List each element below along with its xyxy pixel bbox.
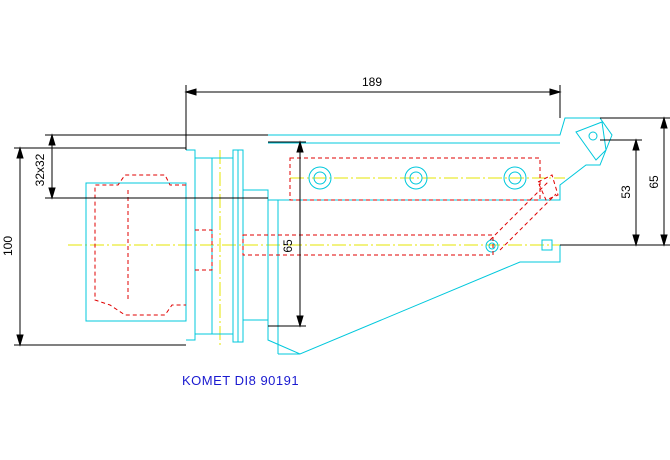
dim-32-arrow-top (48, 133, 56, 146)
bolt-hole-2-inner (409, 171, 423, 185)
dim-189-label: 189 (362, 75, 382, 89)
dim-32-arrow-bottom (48, 187, 56, 200)
body-bore-hidden (289, 157, 541, 201)
hidden-lines (94, 157, 559, 316)
collar-hidden (195, 229, 213, 271)
dim-32-label: 32x32 (33, 153, 47, 186)
dim-53-arrow-top (632, 138, 640, 151)
insert-outline (575, 121, 607, 161)
insert-screw (588, 131, 598, 141)
bolt-hole-2-outer (404, 166, 428, 190)
dim-100-label: 100 (1, 236, 15, 256)
dim-65-right-arrow-bottom (660, 234, 668, 247)
dimensions (14, 85, 670, 347)
bolt-hole-3-outer (503, 166, 527, 190)
coolant-port-outer (485, 239, 499, 253)
dim-100-arrow-bottom (16, 334, 24, 347)
dim-53-arrow-bottom (632, 234, 640, 247)
insert-seat-hidden (537, 174, 559, 201)
angled-channel-hidden-2 (499, 193, 557, 251)
dim-189-arrow-right (549, 88, 562, 96)
bolt-hole-3-inner (508, 171, 522, 185)
dim-65-bore-arrow-bottom (296, 315, 304, 328)
coolant-outlet (541, 239, 553, 251)
coolant-channel-hidden (242, 234, 494, 256)
dim-65-right-arrow-top (660, 116, 668, 129)
bolt-hole-1-outer (308, 166, 332, 190)
shank-outline (85, 182, 187, 322)
dim-65-bore-arrow-top (296, 140, 304, 153)
dim-53-label: 53 (619, 185, 633, 199)
body-lower-outline (267, 200, 561, 355)
dim-65-bore-label: 65 (281, 239, 295, 253)
coolant-port-inner (488, 242, 496, 250)
body-outline (268, 117, 613, 201)
dim-65-right-label: 65 (647, 175, 661, 189)
angled-channel-hidden-1 (489, 181, 549, 241)
drawing-caption: KOMET DI8 90191 (182, 373, 299, 388)
centerlines (68, 150, 565, 345)
dim-189-arrow-left (184, 88, 197, 96)
bolt-hole-1-inner (313, 171, 327, 185)
dim-100-arrow-top (16, 146, 24, 159)
part-outline (85, 117, 613, 355)
collar-outline (194, 157, 234, 335)
